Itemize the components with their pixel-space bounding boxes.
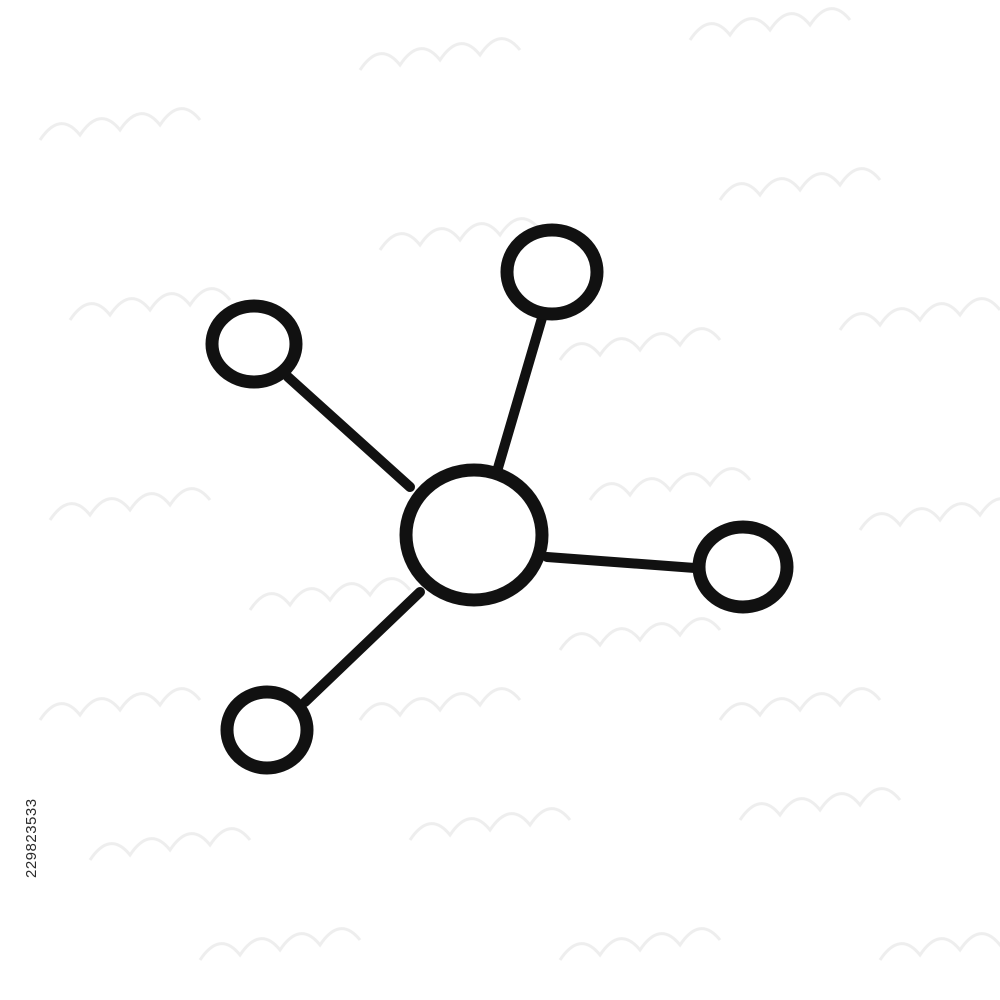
- connector-top: [493, 313, 547, 473]
- node-bottom-left: [220, 685, 314, 775]
- connector-right: [542, 552, 700, 573]
- connector-left: [283, 372, 415, 492]
- watermark-pattern: [38, 7, 1000, 961]
- node-top: [500, 223, 604, 321]
- connector-bottom-left: [300, 587, 425, 707]
- network-nodes: [205, 223, 794, 775]
- center-node: [399, 463, 549, 607]
- node-right: [692, 520, 794, 614]
- node-left: [205, 299, 303, 389]
- network-connectors: [283, 313, 700, 707]
